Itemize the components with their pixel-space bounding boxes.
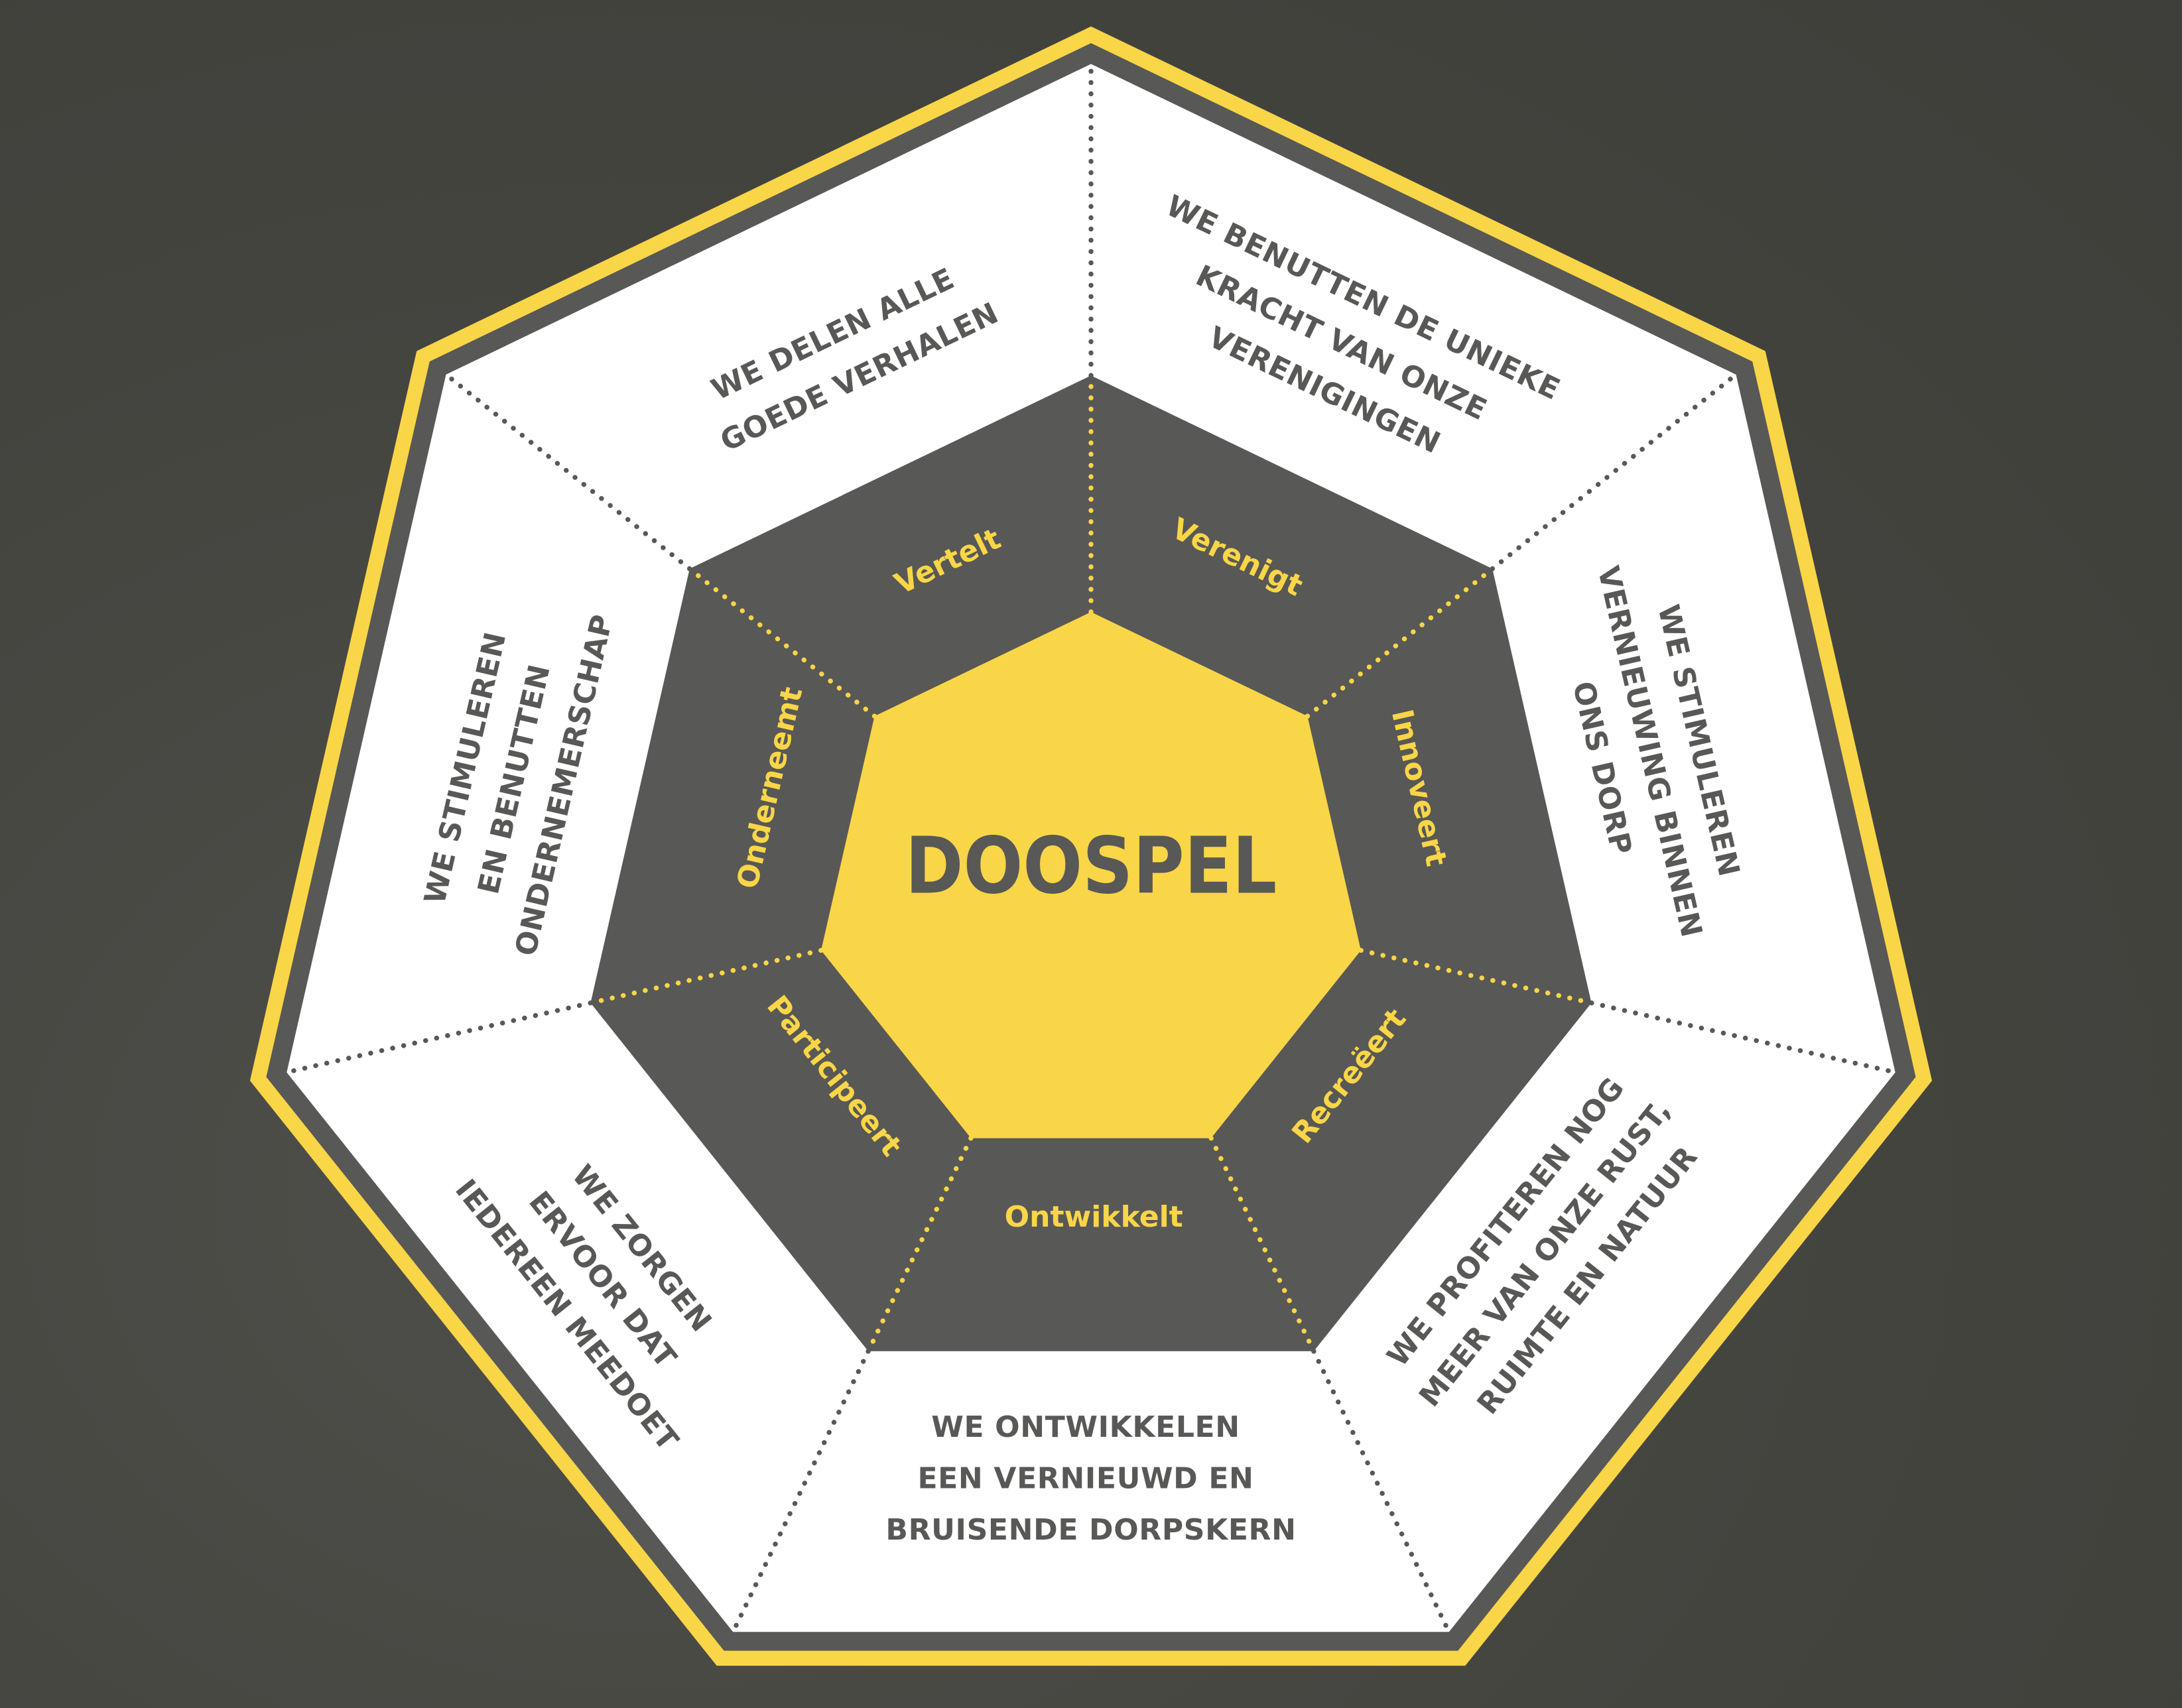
statement-dorpskern: WE ONTWIKKELEN EEN VERNIEUWD EN BRUISEND… bbox=[885, 1410, 1296, 1547]
center-title: DOOSPEL bbox=[905, 821, 1277, 912]
outer-dotted-divider bbox=[1311, 1349, 1452, 1634]
outer-dotted-divider bbox=[1490, 372, 1739, 572]
outer-dotted-divider bbox=[730, 1349, 871, 1634]
outer-dotted-divider bbox=[284, 1001, 594, 1075]
center-yellow-heptagon bbox=[821, 611, 1361, 1138]
outer-dotted-divider bbox=[443, 372, 692, 572]
inner-label-ontwikkelt: Ontwikkelt bbox=[1005, 1200, 1183, 1234]
outer-dotted-divider bbox=[1588, 1001, 1898, 1075]
